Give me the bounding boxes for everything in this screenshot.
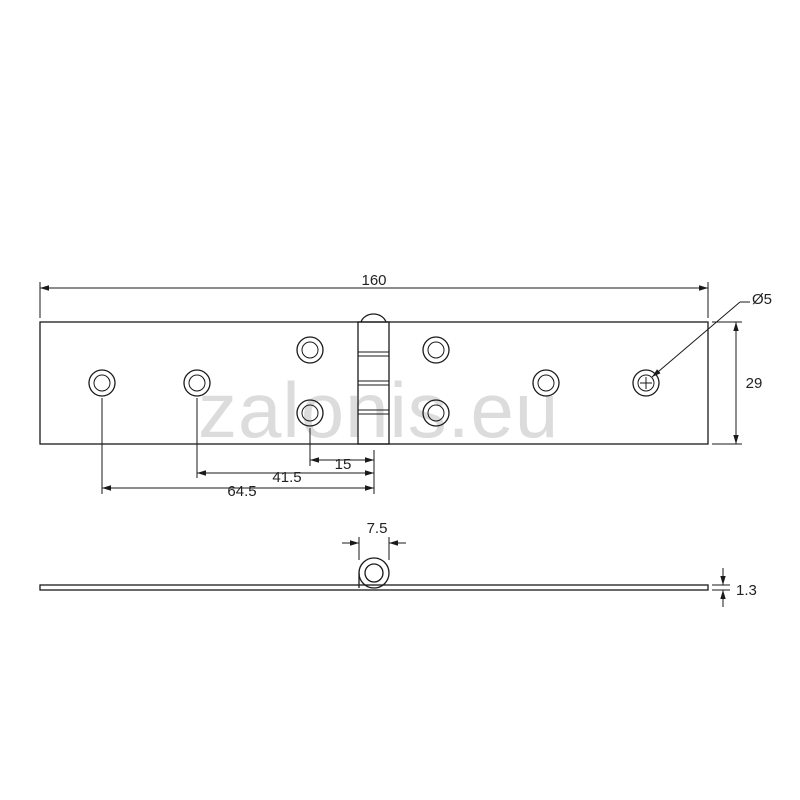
dimension-label-29: 29: [746, 375, 763, 392]
hinge-side-view: 7.5 1.3: [39, 520, 757, 607]
hinge-top-view: 160 29 Ø5 15 41.5 64.5: [39, 272, 772, 500]
hole-referenced: [632, 369, 660, 397]
hinge-side-knuckle-inner: [364, 563, 384, 583]
dimension-hole-diameter: Ø5: [651, 291, 772, 378]
dimension-hole-offsets: 15 41.5 64.5: [101, 398, 375, 500]
dimension-knuckle: 7.5: [342, 520, 406, 560]
dimension-label-41-5: 41.5: [272, 469, 301, 486]
dimension-thickness: 1.3: [712, 568, 757, 607]
hole: [88, 369, 116, 397]
hole: [422, 399, 450, 427]
hinge-pin-top: [360, 313, 387, 323]
hole: [532, 369, 560, 397]
dimension-label-diameter: Ø5: [752, 291, 772, 308]
dimension-overall-length: 160: [39, 272, 709, 318]
dimension-label-64-5: 64.5: [227, 483, 256, 500]
dimension-width: 29: [712, 321, 763, 445]
hinge-knuckle: [357, 321, 390, 445]
dimension-label-160: 160: [361, 272, 386, 289]
hole: [296, 399, 324, 427]
dimension-label-15: 15: [335, 456, 352, 473]
hinge-side-knuckle-outer: [358, 557, 390, 589]
dimension-label-1-3: 1.3: [736, 582, 757, 599]
dimension-label-7-5: 7.5: [367, 520, 388, 537]
hole: [296, 336, 324, 364]
hole: [422, 336, 450, 364]
hole: [183, 369, 211, 397]
